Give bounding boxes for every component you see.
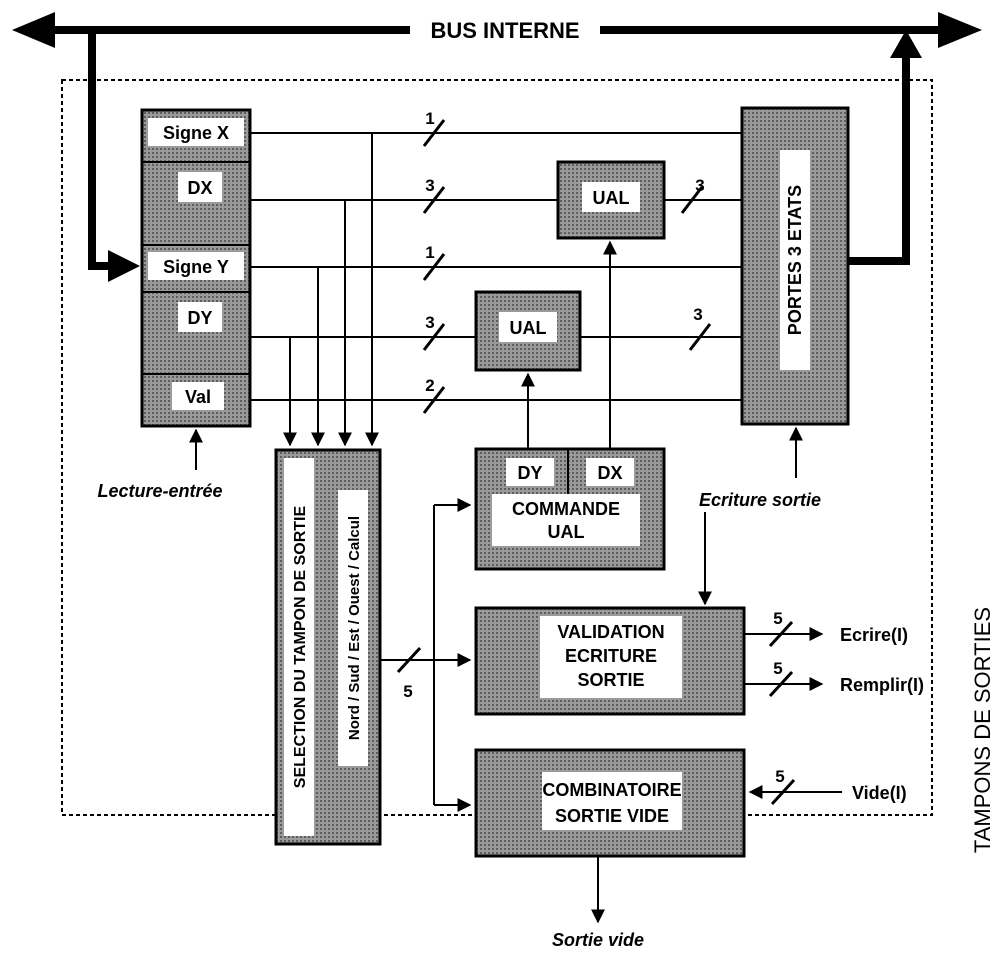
commande-line2: UAL	[548, 522, 585, 542]
bus-width-labels: 1 3 3 1 3 3 2 5 5 5 5	[403, 109, 784, 786]
bus-label: BUS INTERNE	[430, 18, 579, 43]
validation-block: VALIDATION ECRITURE SORTIE	[474, 606, 746, 716]
selection-output-lines	[380, 498, 472, 812]
commande-dx: DX	[597, 463, 622, 483]
ecrire-label: Ecrire(I)	[840, 625, 908, 645]
reg-signe-y: Signe Y	[163, 257, 229, 277]
vide-label: Vide(I)	[852, 783, 907, 803]
ual-mid-block: UAL	[474, 290, 582, 372]
lecture-entree-label: Lecture-entrée	[97, 481, 222, 501]
ual-top-label: UAL	[593, 188, 630, 208]
selection-taps	[283, 133, 379, 447]
ual-top-block: UAL	[556, 160, 666, 240]
commande-block: DY DX COMMANDE UAL	[474, 447, 666, 571]
combinatoire-block: COMBINATOIRE SORTIE VIDE	[474, 748, 746, 858]
register-stack: Signe X DX Signe Y DY Val	[140, 108, 252, 428]
reg-signe-x: Signe X	[163, 123, 229, 143]
svg-text:3: 3	[425, 176, 434, 195]
svg-text:3: 3	[693, 305, 702, 324]
sortie-vide-label: Sortie vide	[552, 930, 644, 950]
svg-text:1: 1	[425, 243, 434, 262]
combinatoire-line1: COMBINATOIRE	[542, 780, 681, 800]
svg-text:5: 5	[775, 767, 784, 786]
selection-block: SELECTION DU TAMPON DE SORTIE Nord / Sud…	[274, 448, 382, 846]
portes-label: PORTES 3 ETATS	[785, 185, 805, 335]
svg-text:3: 3	[695, 176, 704, 195]
svg-text:2: 2	[425, 376, 434, 395]
side-title: TAMPONS DE SORTIES	[970, 607, 995, 853]
commande-to-ual-arrows	[521, 240, 617, 449]
remplir-label: Remplir(I)	[840, 675, 924, 695]
bus-interne: BUS INTERNE	[12, 12, 982, 48]
svg-text:5: 5	[773, 659, 782, 678]
combinatoire-line2: SORTIE VIDE	[555, 806, 669, 826]
portes-to-bus-arrow	[848, 30, 922, 265]
bus-width-slashes	[396, 119, 796, 806]
ual-mid-label: UAL	[510, 318, 547, 338]
svg-text:5: 5	[773, 609, 782, 628]
validation-line1: VALIDATION	[557, 622, 664, 642]
commande-line1: COMMANDE	[512, 499, 620, 519]
svg-text:3: 3	[425, 313, 434, 332]
data-lines	[250, 132, 742, 401]
svg-text:1: 1	[425, 109, 434, 128]
validation-line3: SORTIE	[577, 670, 644, 690]
reg-val: Val	[185, 387, 211, 407]
reg-dy: DY	[187, 308, 212, 328]
reg-dx: DX	[187, 178, 212, 198]
ecriture-sortie-label: Ecriture sortie	[699, 490, 821, 510]
selection-sub: Nord / Sud / Est / Ouest / Calcul	[346, 516, 363, 740]
commande-dy: DY	[517, 463, 542, 483]
validation-line2: ECRITURE	[565, 646, 657, 666]
svg-text:5: 5	[403, 682, 412, 701]
bus-to-register-arrow	[88, 30, 140, 282]
control-arrows	[189, 426, 842, 924]
portes-block: PORTES 3 ETATS	[740, 106, 850, 426]
selection-title: SELECTION DU TAMPON DE SORTIE	[292, 505, 309, 788]
